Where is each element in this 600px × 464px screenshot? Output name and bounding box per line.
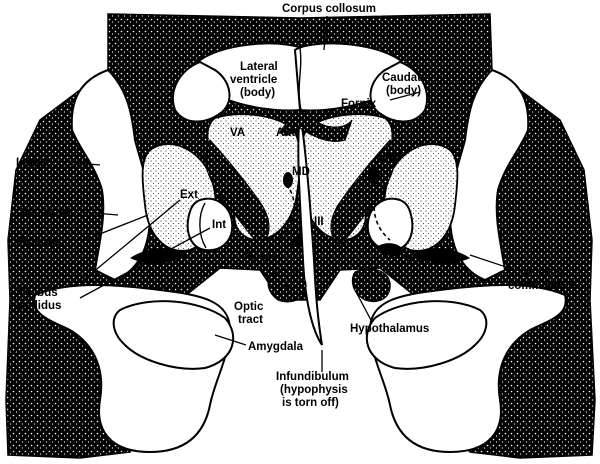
right-optic-tract	[351, 268, 391, 303]
label-corpus-collosum: Corpus collosum	[282, 3, 376, 15]
label-optic-1: Optic	[234, 301, 264, 313]
label-insula: Insula	[16, 157, 50, 169]
label-infundibulum-2: (hypophysis	[280, 384, 348, 396]
right-internal-capsule	[330, 139, 395, 245]
label-amygdala: Amygdala	[248, 341, 304, 353]
right-caudate	[369, 60, 428, 123]
fornix-top	[279, 109, 353, 142]
label-globus-1: Globus	[18, 287, 58, 299]
right-ansa	[375, 243, 405, 257]
label-mtt: MTT	[378, 153, 402, 165]
right-anterior-commissure	[412, 248, 470, 264]
label-anterior-1: Anterior	[520, 267, 565, 279]
label-optic-2: tract	[238, 314, 263, 326]
labels: Corpus collosum Lateral ventricle (body)…	[16, 3, 576, 409]
label-globus-2: pallidus	[18, 300, 61, 312]
right-thalamus-dashed-border	[373, 199, 391, 241]
right-amygdala	[365, 300, 488, 370]
right-globus-pallidus	[366, 197, 414, 252]
label-claustrum: Claustrum	[16, 207, 73, 219]
label-md: MD	[292, 166, 310, 178]
label-caudate-2: (body)	[386, 85, 421, 97]
left-fornix-column	[291, 237, 303, 247]
label-caudate-1: Caudate	[382, 72, 427, 84]
left-internal-capsule	[205, 139, 270, 245]
label-lateral-ventricle-2: ventricle	[230, 74, 277, 86]
left-globus-pallidus	[186, 197, 234, 252]
label-infundibulum-3: is torn off)	[282, 397, 339, 409]
right-insular-cortex	[448, 68, 530, 282]
left-caudate	[172, 60, 231, 123]
label-anterior-2: commissure	[508, 280, 576, 292]
label-ext: Ext	[180, 189, 198, 201]
label-ansa: Ansa	[408, 253, 437, 265]
left-md-nucleus	[283, 172, 293, 188]
label-hypothalamus: Hypothalamus	[350, 323, 429, 335]
leader-lines	[65, 15, 516, 372]
label-iii: III	[314, 216, 324, 228]
label-int: Int	[212, 219, 226, 231]
third-ventricle	[297, 111, 323, 346]
left-pallidus-divider	[199, 202, 207, 249]
label-infundibulum-1: Infundibulum	[276, 371, 349, 383]
label-fornix-bottom: Fornix	[242, 252, 278, 264]
label-lateral-ventricle-1: Lateral	[240, 61, 278, 73]
label-putamen: Putamen	[16, 236, 65, 248]
left-amygdala	[112, 300, 235, 370]
label-fornix-top: Fornix	[341, 98, 377, 110]
septum	[298, 47, 302, 111]
label-ant: Ant	[276, 127, 295, 139]
label-va: VA	[230, 127, 245, 139]
label-lateral-ventricle-3: (body)	[240, 87, 275, 99]
